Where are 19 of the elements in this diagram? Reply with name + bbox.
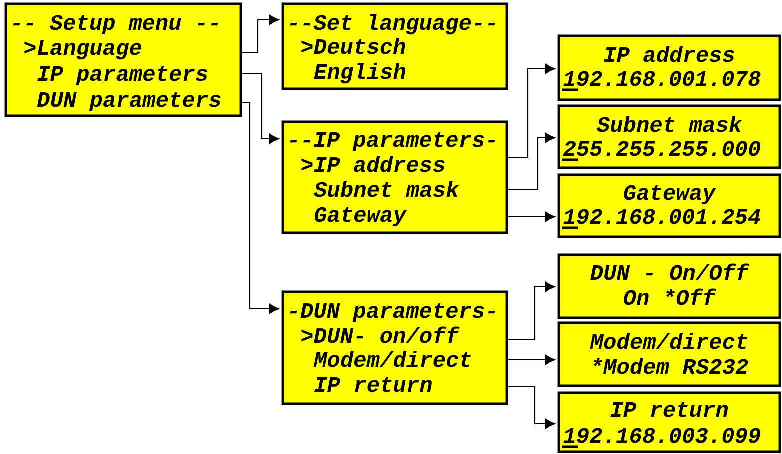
arrow — [508, 282, 556, 341]
menu-screen: IP address 192.168.001.078 — [558, 34, 782, 102]
arrow — [508, 386, 556, 429]
arrow — [242, 15, 280, 54]
arrow — [242, 102, 280, 314]
menu-screen: --Set language-- >Deutsch English — [282, 2, 508, 90]
menu-screen: Gateway 192.168.001.254 — [558, 174, 782, 238]
menu-screen: IP return 192.168.003.099 — [558, 392, 782, 454]
arrow — [508, 64, 556, 159]
arrow — [508, 212, 556, 222]
menu-screen: Subnet mask 255.255.255.000 — [558, 104, 782, 170]
arrow — [242, 73, 280, 144]
menu-screen: -DUN parameters- >DUN- on/off Modem/direct IP return — [282, 290, 508, 406]
menu-screen: Modem/direct *Modem RS232 — [558, 322, 782, 388]
arrow — [508, 133, 556, 191]
menu-screen: DUN - On/Off On *Off — [558, 254, 782, 320]
menu-screen: --IP parameters- >IP address Subnet mask Gateway — [282, 120, 508, 234]
arrow — [508, 355, 556, 365]
menu-screen: -- Setup menu -- >Language IP parameters DUN parameters — [4, 2, 242, 118]
